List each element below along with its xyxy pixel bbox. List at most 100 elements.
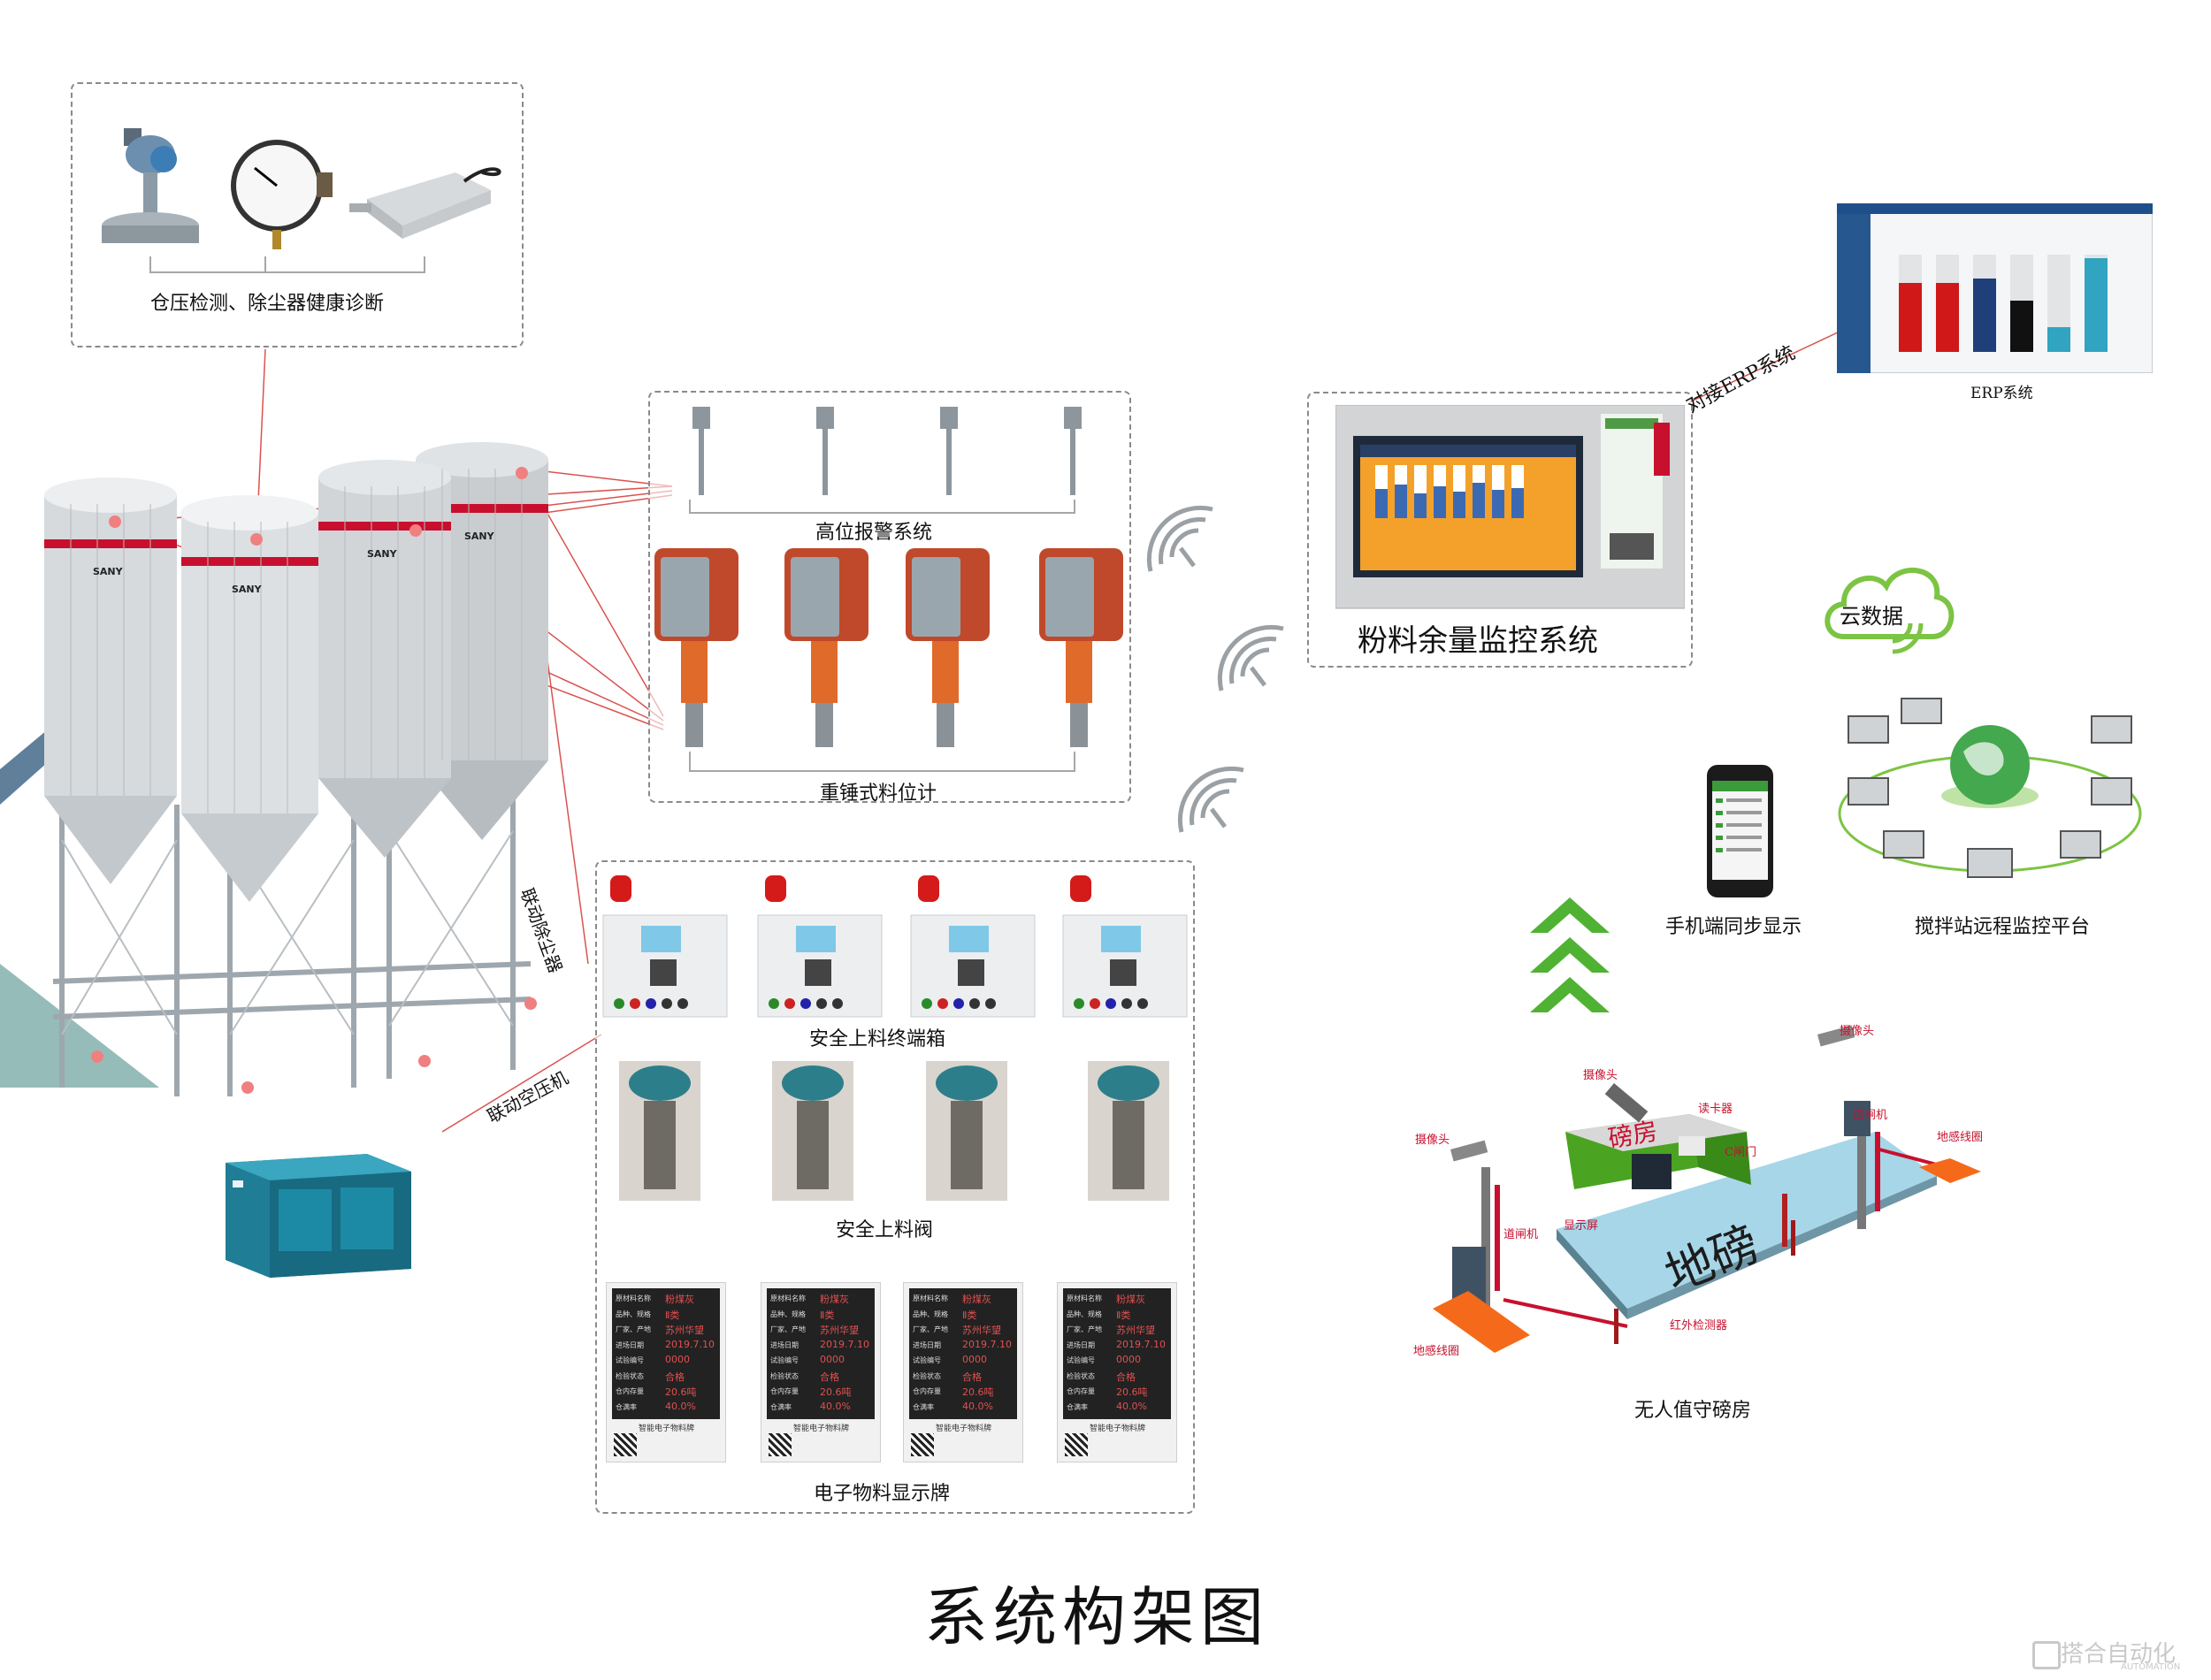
- high-level-switches: [672, 402, 1106, 500]
- safe-feeding-terminals: [601, 871, 1190, 1021]
- sign-row-value: 苏州华望: [820, 1325, 859, 1336]
- sign-row-label: 原材料名称: [1067, 1294, 1102, 1302]
- sign-row-value: 2019.7.10: [820, 1338, 869, 1350]
- sign-row-value: Ⅱ类: [1116, 1309, 1131, 1321]
- sign-footer: 智能电子物料牌: [639, 1424, 695, 1433]
- sign-row-value: 合格: [962, 1371, 982, 1383]
- sign-row-label: 仓满率: [1067, 1402, 1088, 1411]
- sign-row-label: 试验编号: [913, 1356, 941, 1364]
- monitoring-label: 粉料余量监控系统: [1358, 623, 1598, 659]
- pressure-panel-label: 仓压检测、除尘器健康诊断: [150, 293, 385, 315]
- sign-row-value: 0000: [962, 1354, 987, 1365]
- qr-code-icon: [1065, 1433, 1088, 1456]
- mobile-label: 手机端同步显示: [1665, 916, 1802, 938]
- sign-footer: 智能电子物料牌: [1090, 1424, 1146, 1433]
- wireless-signal-icon: [1145, 504, 1234, 584]
- sign-footer: 智能电子物料牌: [936, 1424, 992, 1433]
- weighbridge-label: 无人值守磅房: [1634, 1400, 1752, 1422]
- callout-barrier-2: 道闸机: [1853, 1109, 1888, 1122]
- sign-row-value: 20.6吨: [820, 1386, 852, 1398]
- cloud-label: 云数据: [1840, 604, 1903, 629]
- sign-row-label: 厂家、产地: [616, 1325, 651, 1333]
- remote-label: 搅拌站远程监控平台: [1915, 916, 2091, 938]
- sign-row-label: 厂家、产地: [913, 1325, 948, 1333]
- callout-camera-1: 摄像头: [1415, 1134, 1450, 1147]
- electronic-material-signs: 原材料名称 粉煤灰品种、规格 Ⅱ类厂家、产地 苏州华望进场日期 2019.7.10 试验编…: [606, 1282, 1185, 1463]
- callout-card-reader: 读卡器: [1698, 1103, 1733, 1116]
- sign-row-label: 检验状态: [1067, 1371, 1095, 1380]
- erp-screen: [1837, 203, 2153, 373]
- brand-sub: AUTOMATION: [2121, 1662, 2181, 1672]
- sign-row-label: 原材料名称: [616, 1294, 651, 1302]
- sign-row-label: 进场日期: [1067, 1340, 1095, 1349]
- sign-row-label: 仓内存量: [913, 1387, 941, 1395]
- sign-row-label: 试验编号: [770, 1356, 799, 1364]
- callout-ground-loop-2: 地感线圈: [1937, 1131, 1984, 1144]
- sign-row-value: 20.6吨: [665, 1386, 697, 1398]
- sign-row-value: 20.6吨: [1116, 1386, 1148, 1398]
- mobile-phone-icon: [1707, 765, 1773, 897]
- sign-row-value: 0000: [820, 1354, 845, 1365]
- sign-row-value: 粉煤灰: [1116, 1294, 1145, 1305]
- qr-code-icon: [769, 1433, 792, 1456]
- sign-row-value: 苏州华望: [665, 1325, 704, 1336]
- differential-pressure-icon: [349, 155, 509, 243]
- air-compressor: [226, 1145, 411, 1278]
- svg-text:SANY: SANY: [367, 548, 398, 560]
- sign-row-value: 2019.7.10: [1116, 1338, 1166, 1350]
- sign-row-label: 品种、规格: [770, 1310, 806, 1318]
- sign-row-value: 2019.7.10: [962, 1338, 1012, 1350]
- callout-display-screen: 显示屏: [1564, 1219, 1599, 1233]
- wireless-signal-icon: [1176, 765, 1265, 844]
- plumb-level-label: 重锤式料位计: [820, 783, 937, 805]
- callout-infrared: 红外检测器: [1670, 1319, 1728, 1333]
- sign-row-value: 合格: [665, 1371, 685, 1383]
- sign-row-value: 合格: [1116, 1371, 1136, 1383]
- valve-label: 安全上料阀: [836, 1219, 934, 1241]
- safe-feeding-valves: [615, 1061, 1181, 1203]
- callout-barrier-1: 道闸机: [1503, 1228, 1539, 1241]
- sign-row-value: Ⅱ类: [962, 1309, 977, 1321]
- pressure-gauge-icon: [228, 137, 334, 252]
- svg-text:SANY: SANY: [232, 584, 263, 595]
- silo-plant: SANY SANY SANY SANY: [0, 416, 601, 1123]
- sign-row-value: 苏州华望: [962, 1325, 1001, 1336]
- sign-row-label: 试验编号: [616, 1356, 644, 1364]
- sign-row-label: 试验编号: [1067, 1356, 1095, 1364]
- sign-row-label: 仓满率: [616, 1402, 637, 1411]
- display-label: 电子物料显示牌: [814, 1483, 951, 1505]
- sign-row-value: 0000: [1116, 1354, 1141, 1365]
- sign-row-value: 40.0%: [1116, 1400, 1147, 1412]
- callout-c-gate: C闸门: [1725, 1146, 1756, 1159]
- sign-row-label: 原材料名称: [770, 1294, 806, 1302]
- sign-row-value: 40.0%: [962, 1400, 993, 1412]
- callout-ground-loop-1: 地感线圈: [1413, 1345, 1460, 1358]
- qr-code-icon: [911, 1433, 934, 1456]
- sign-row-value: 苏州华望: [1116, 1325, 1155, 1336]
- sign-row-label: 品种、规格: [913, 1310, 948, 1318]
- cloud-icon: [1817, 553, 1955, 668]
- sign-row-value: 0000: [665, 1354, 690, 1365]
- callout-camera-2: 摄像头: [1583, 1069, 1618, 1082]
- weighbridge-scene: [1397, 1017, 1999, 1388]
- brand-name: 搭合自动化: [2061, 1641, 2177, 1668]
- monitoring-terminal: [1335, 405, 1685, 617]
- brand-mark-icon: [2032, 1641, 2061, 1669]
- sign-row-value: Ⅱ类: [665, 1309, 680, 1321]
- sign-row-value: Ⅱ类: [820, 1309, 835, 1321]
- sign-row-label: 原材料名称: [913, 1294, 948, 1302]
- svg-text:SANY: SANY: [464, 531, 495, 542]
- qr-code-icon: [614, 1433, 637, 1456]
- sign-row-label: 进场日期: [616, 1340, 644, 1349]
- erp-label: ERP系统: [1970, 385, 2033, 402]
- sign-row-value: 粉煤灰: [665, 1294, 694, 1305]
- svg-text:SANY: SANY: [93, 566, 124, 577]
- sign-footer: 智能电子物料牌: [793, 1424, 850, 1433]
- sign-row-value: 2019.7.10: [665, 1338, 715, 1350]
- high-alarm-label: 高位报警系统: [815, 522, 933, 544]
- brand-logo: 搭合自动化 AUTOMATION: [2025, 1636, 2211, 1676]
- sign-row-value: 粉煤灰: [820, 1294, 849, 1305]
- sign-row-label: 仓满率: [770, 1402, 792, 1411]
- sign-row-value: 40.0%: [820, 1400, 851, 1412]
